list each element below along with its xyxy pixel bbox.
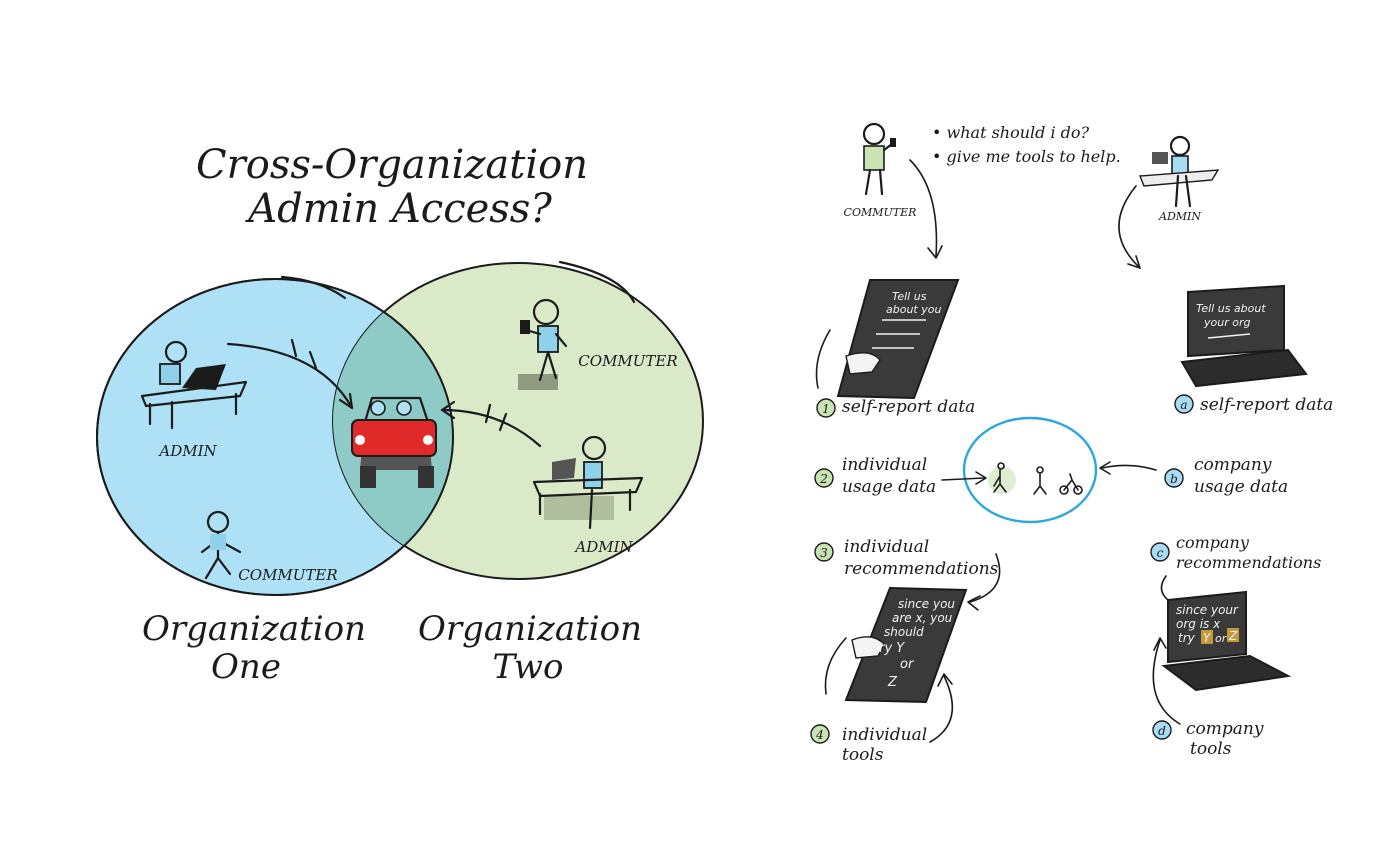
arrow-individual-usage <box>942 478 984 480</box>
step-3-label-line-2: recommendations <box>844 559 999 579</box>
laptop-1-screen-line-1: Tell us about <box>1196 302 1266 315</box>
arrow-tools-to-phone <box>930 676 952 742</box>
phone-2-screen-line-6: Z <box>887 675 898 690</box>
step-4-marker: 4 <box>815 728 824 742</box>
title-line-2: Admin Access? <box>244 186 552 232</box>
laptop-2-screen-word-or: or <box>1215 632 1228 645</box>
admin-figure <box>1140 137 1218 206</box>
commuter-label: COMMUTER <box>844 206 917 219</box>
laptop-2-screen-word-z: Z <box>1228 629 1238 643</box>
step-4-label-line-2: tools <box>842 745 884 765</box>
laptop-2-screen-line-2: org is x <box>1176 617 1221 631</box>
step-d: d company tools <box>1153 719 1264 759</box>
step-c: c company recommendations <box>1151 533 1321 572</box>
laptop-1-screen-line-2: your org <box>1203 316 1250 329</box>
step-d-label-line-2: tools <box>1190 739 1232 759</box>
step-d-label-line-1: company <box>1186 719 1264 739</box>
org-two-admin-label: ADMIN <box>573 538 633 556</box>
step-a: a self-report data <box>1175 395 1333 415</box>
left-panel: Cross-Organization Admin Access? <box>97 142 703 687</box>
org-one-label-line-1: Organization <box>142 609 366 649</box>
step-c-label-line-2: recommendations <box>1176 553 1321 572</box>
laptop-2-screen-line-1: since your <box>1176 603 1239 617</box>
phone-2-screen-line-2: are x, you <box>892 611 953 625</box>
step-2-marker: 2 <box>819 472 828 486</box>
step-1-marker: 1 <box>822 402 830 416</box>
step-b-marker: b <box>1170 472 1178 486</box>
commuter-figure <box>864 124 896 194</box>
step-2-label-line-1: individual <box>842 455 927 475</box>
org-one-commuter-label: COMMUTER <box>238 566 337 584</box>
step-2: 2 individual usage data <box>815 455 936 497</box>
laptop-self-report: Tell us about your org <box>1182 286 1306 386</box>
phone-self-report: Tell us about you <box>817 280 959 398</box>
org-one-admin-label: ADMIN <box>157 442 217 460</box>
arrow-admin-to-laptop <box>1119 186 1140 268</box>
arrow-to-laptop-recommendations <box>1161 576 1168 600</box>
admin-label: ADMIN <box>1158 210 1201 223</box>
org-one-label-line-2: One <box>211 647 281 687</box>
step-d-marker: d <box>1158 724 1166 738</box>
usage-data-circle <box>964 418 1096 522</box>
step-2-label-line-2: usage data <box>842 477 936 497</box>
org-two-label-line-1: Organization <box>418 609 642 649</box>
step-3: 3 individual recommendations <box>815 537 999 579</box>
step-b-label-line-2: usage data <box>1194 477 1288 497</box>
laptop-2-screen-word-try: try <box>1178 631 1196 645</box>
step-3-marker: 3 <box>820 546 828 560</box>
step-1: 1 self-report data <box>817 397 975 417</box>
phone-1-screen-line-2: about you <box>886 303 941 316</box>
step-b-label-line-1: company <box>1194 455 1272 475</box>
step-4: 4 individual tools <box>811 725 927 765</box>
commuter-thought-2: • give me tools to help. <box>932 147 1121 166</box>
step-a-marker: a <box>1180 398 1187 412</box>
step-4-label-line-1: individual <box>842 725 927 745</box>
step-b: b company usage data <box>1165 455 1288 497</box>
right-panel: COMMUTER • what should i do? • give me t… <box>811 123 1333 765</box>
step-1-label: self-report data <box>842 397 975 417</box>
phone-1-screen-line-1: Tell us <box>892 290 927 303</box>
step-3-label-line-1: individual <box>844 537 929 557</box>
title-line-1: Cross-Organization <box>196 142 588 188</box>
org-two-commuter-label: COMMUTER <box>578 352 677 370</box>
arrow-company-usage <box>1102 465 1156 470</box>
step-a-label: self-report data <box>1200 395 1333 415</box>
phone-2-screen-line-1: since you <box>898 597 955 611</box>
phone-2-screen-line-5: or <box>900 657 915 672</box>
step-c-marker: c <box>1157 546 1164 560</box>
phone-recommendations: since you are x, you should try Y or Z <box>825 588 966 702</box>
org-two-label-line-2: Two <box>492 647 563 687</box>
phone-2-screen-line-3: should <box>884 625 924 639</box>
phone-2-screen-line-4: try Y <box>874 641 905 656</box>
laptop-recommendations: since your org is x try Y or Z <box>1164 592 1288 690</box>
commuter-thought-1: • what should i do? <box>932 123 1090 142</box>
step-c-label-line-1: company <box>1176 533 1250 552</box>
